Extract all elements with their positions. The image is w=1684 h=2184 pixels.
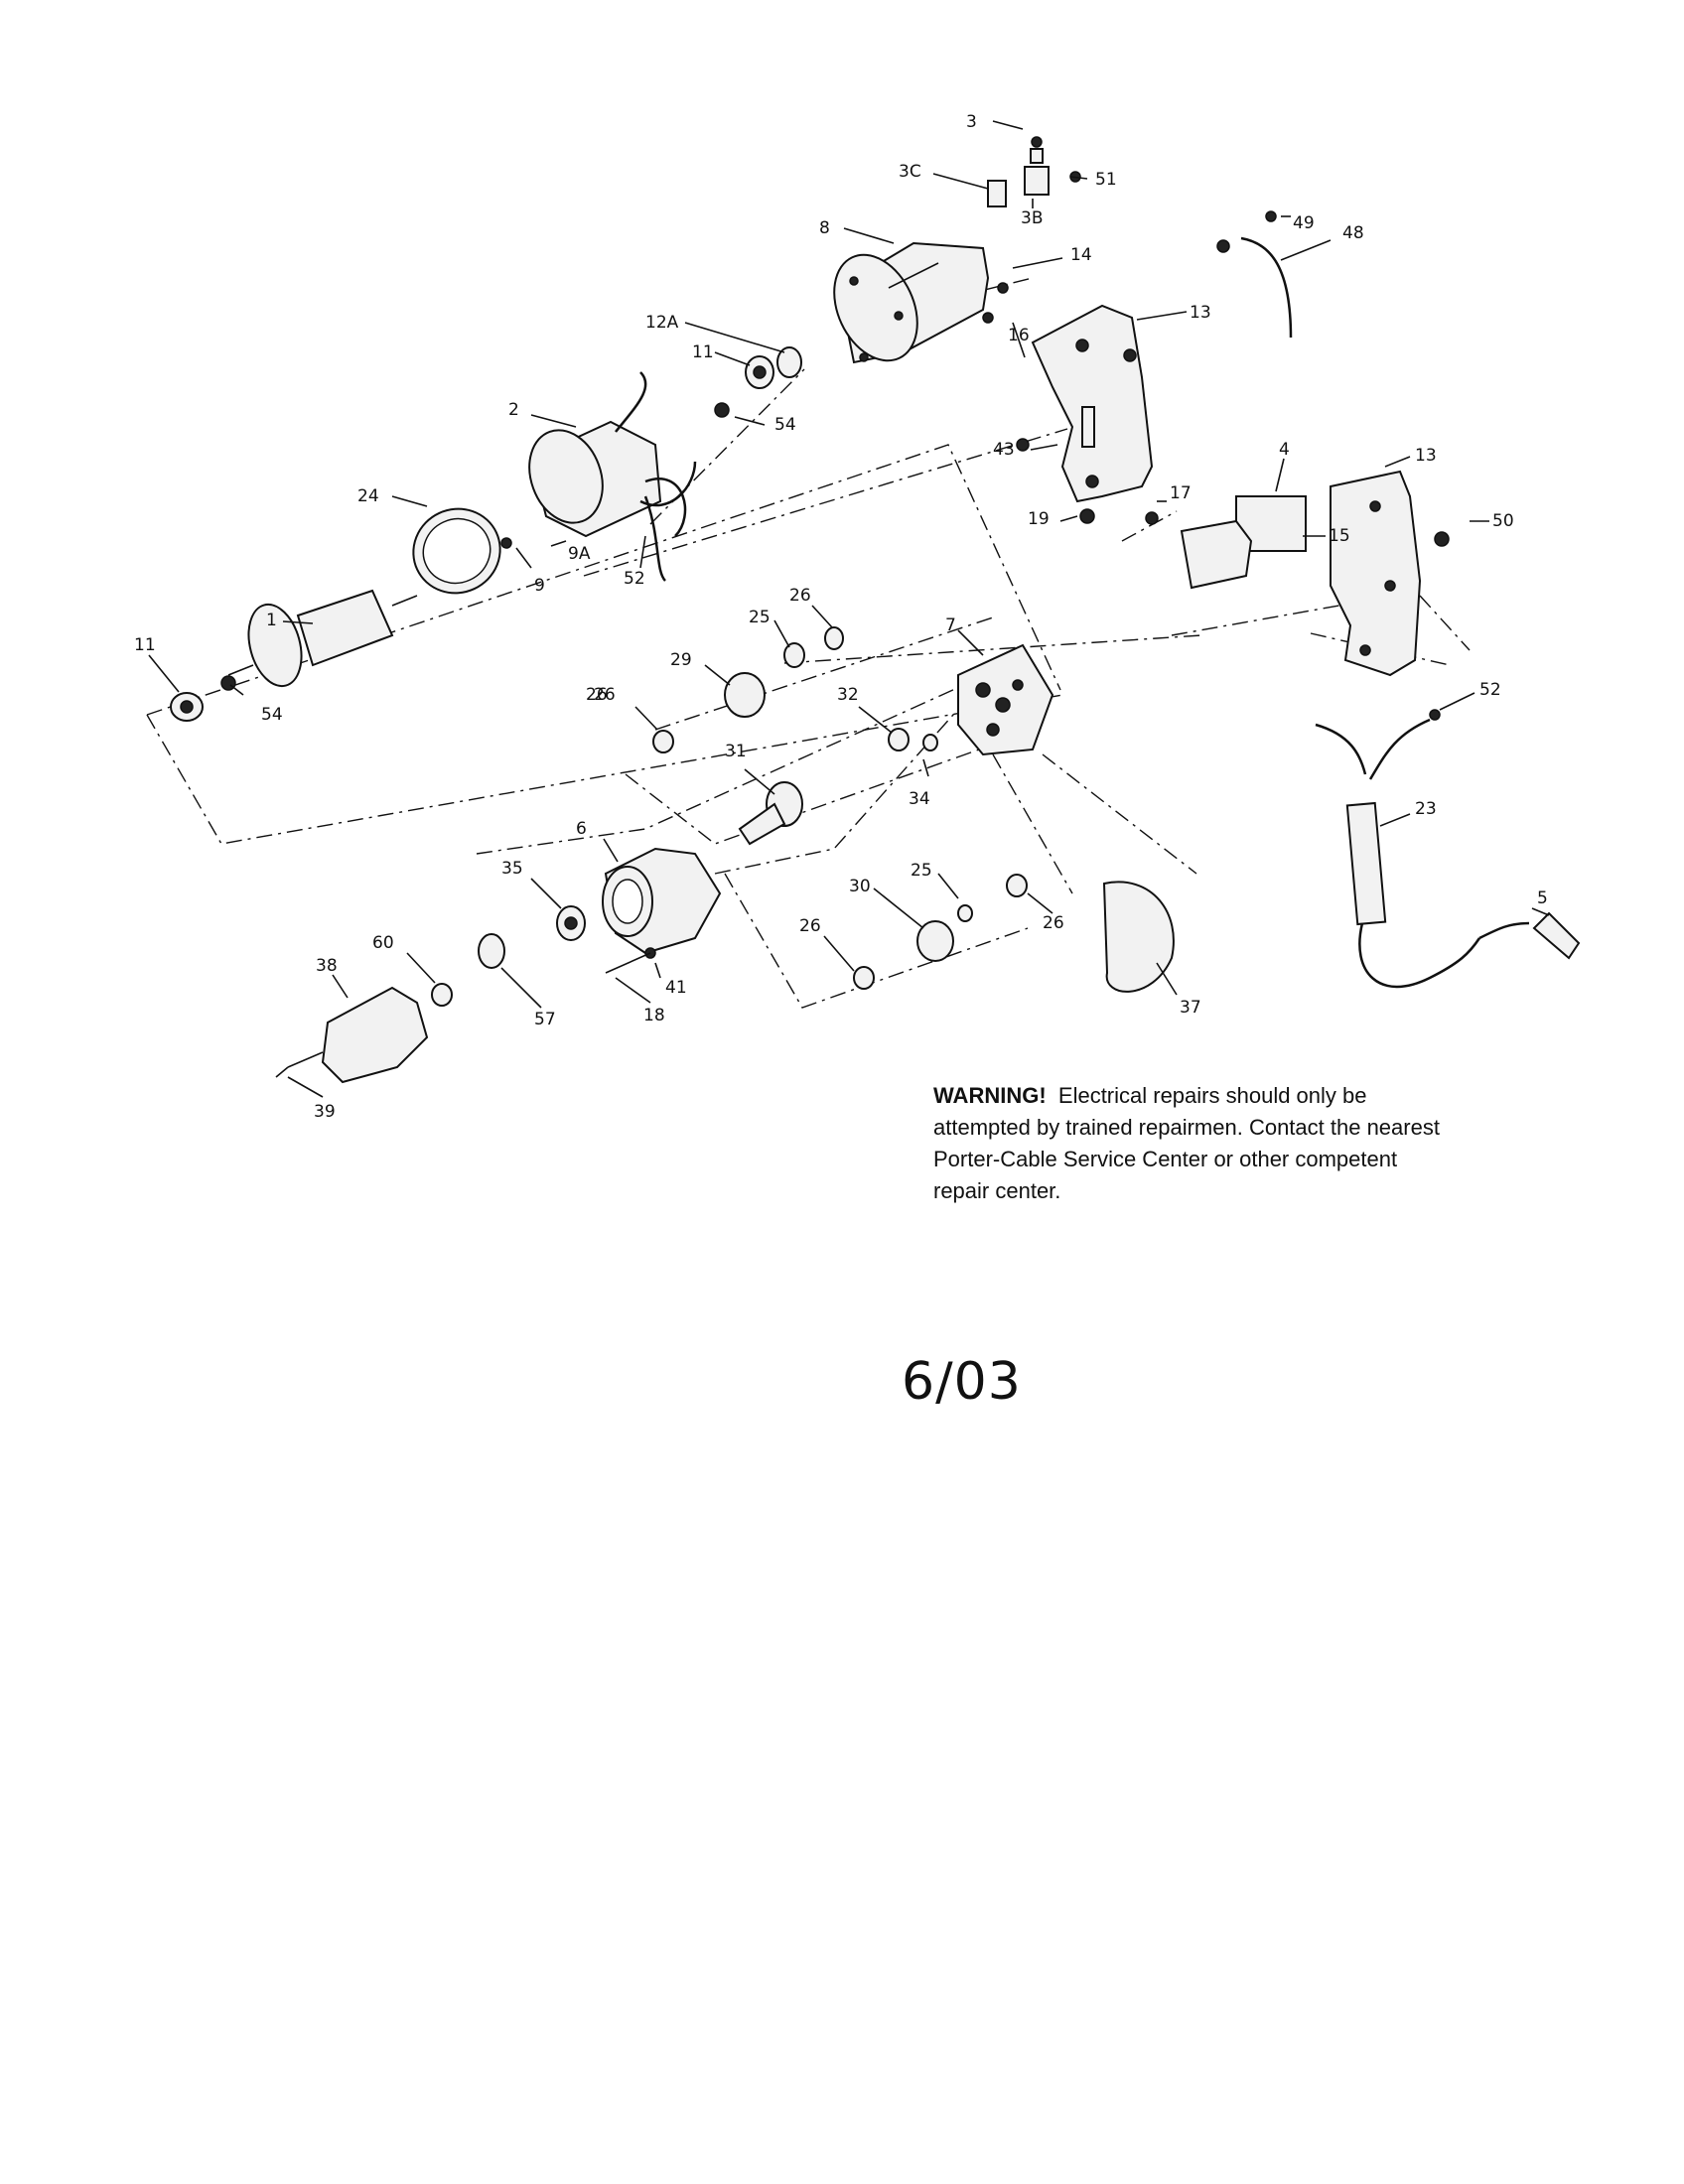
label-part-11-lower: 11 (134, 635, 156, 655)
label-part-11-upper: 11 (692, 342, 714, 362)
part-cord-clamp (1216, 210, 1293, 339)
date-code: 6/03 (902, 1352, 1022, 1412)
part-front-housing (602, 847, 722, 955)
label-part-6: 6 (576, 819, 587, 839)
label-part-57: 57 (534, 1010, 556, 1029)
label-part-9a: 9A (568, 544, 591, 564)
leader-lines (148, 120, 1550, 1098)
label-part-50: 50 (1492, 511, 1514, 531)
label-part-19: 19 (1028, 509, 1050, 529)
label-part-26-e: 26 (799, 916, 821, 936)
label-part-39: 39 (314, 1102, 336, 1122)
part-baffle (412, 507, 501, 595)
label-part-7: 7 (945, 615, 956, 635)
part-line-cord (1315, 718, 1581, 989)
label-part-31: 31 (725, 742, 747, 761)
part-switch (1180, 495, 1307, 590)
label-part-37: 37 (1180, 998, 1201, 1018)
label-part-43: 43 (993, 440, 1015, 460)
label-part-32: 32 (837, 685, 859, 705)
label-part-16: 16 (1008, 326, 1030, 345)
part-handle-half-left (1031, 304, 1154, 503)
assembly-guide-lines (146, 277, 1471, 1009)
part-small-screws (500, 282, 1450, 721)
label-part-8: 8 (819, 218, 830, 238)
callout-labels: 3 3C 3B 51 8 14 49 48 12A 11 13 16 2 54 … (134, 112, 1548, 1122)
label-part-4: 4 (1279, 440, 1290, 460)
warning-heading: WARNING! (933, 1083, 1047, 1108)
label-part-13-right: 13 (1415, 446, 1437, 466)
label-part-5: 5 (1537, 888, 1548, 908)
part-gear-case (957, 643, 1054, 756)
label-part-25-a: 25 (749, 608, 771, 627)
part-gears-and-bearings (652, 626, 1028, 990)
label-part-49: 49 (1293, 213, 1315, 233)
part-brush-holder-assembly (987, 136, 1081, 207)
part-handle-half-right (1330, 470, 1422, 677)
label-part-2: 2 (508, 400, 519, 420)
label-part-14: 14 (1070, 245, 1092, 265)
part-armature (227, 589, 418, 688)
label-part-51: 51 (1095, 170, 1117, 190)
label-part-9: 9 (534, 576, 545, 596)
label-part-26-d: 26 (1043, 913, 1064, 933)
label-part-24: 24 (357, 486, 379, 506)
label-part-3b: 3B (1021, 208, 1043, 228)
label-part-13-left: 13 (1190, 303, 1211, 323)
label-part-52-field: 52 (624, 569, 645, 589)
part-front-bearing-and-rings (431, 905, 656, 1007)
label-part-15: 15 (1329, 526, 1350, 546)
label-part-26-a: 26 (594, 685, 616, 705)
label-part-29: 29 (670, 650, 692, 670)
label-part-35: 35 (501, 859, 523, 879)
label-part-52-cord: 52 (1479, 680, 1501, 700)
part-field-assembly (528, 371, 697, 582)
label-part-18: 18 (643, 1006, 665, 1025)
warning-notice: WARNING! Electrical repairs should only … (933, 1080, 1450, 1207)
part-chuck (275, 986, 429, 1084)
warning-body: Electrical repairs should only be attemp… (933, 1083, 1440, 1203)
label-part-17: 17 (1170, 483, 1192, 503)
part-gasket (1102, 881, 1175, 993)
label-part-34: 34 (909, 789, 930, 809)
label-part-48: 48 (1342, 223, 1364, 243)
part-bearing-upper (714, 346, 802, 418)
part-motor-housing (833, 241, 990, 364)
label-part-60: 60 (372, 933, 394, 953)
label-part-54-upper: 54 (774, 415, 796, 435)
label-part-23: 23 (1415, 799, 1437, 819)
label-part-3: 3 (966, 112, 977, 132)
label-part-30: 30 (849, 877, 871, 896)
label-part-25-b: 25 (911, 861, 932, 881)
label-part-1: 1 (266, 611, 277, 630)
label-part-54-lower: 54 (261, 705, 283, 725)
label-part-3c: 3C (899, 162, 921, 182)
label-part-26-c: 26 (586, 685, 608, 705)
label-part-41: 41 (665, 978, 687, 998)
label-part-12a: 12A (645, 313, 679, 333)
label-part-38: 38 (316, 956, 338, 976)
part-bearing-lower (170, 675, 236, 722)
label-part-26-b: 26 (789, 586, 811, 606)
